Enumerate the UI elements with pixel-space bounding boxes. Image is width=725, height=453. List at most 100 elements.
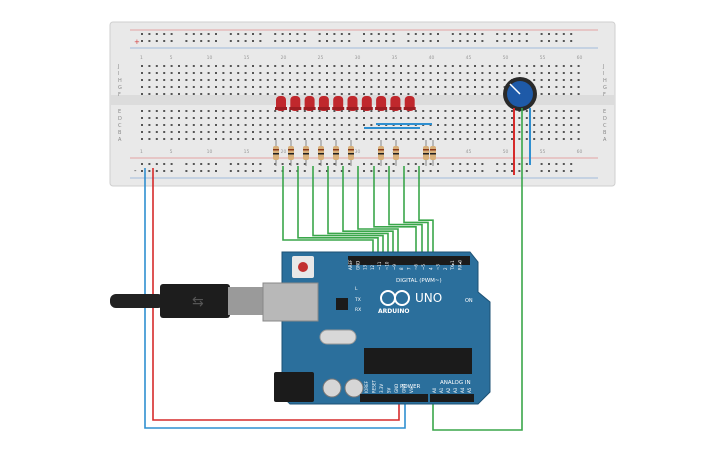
breadboard-hole: [370, 131, 373, 133]
breadboard-hole: [377, 131, 380, 133]
breadboard-hole: [215, 79, 217, 81]
breadboard-hole: [429, 86, 432, 88]
breadboard-hole: [533, 65, 536, 67]
breadboard-hole: [148, 138, 151, 140]
resistor-band: [318, 153, 324, 155]
resistor-band: [378, 153, 384, 155]
breadboard-hole: [555, 117, 558, 119]
rail-hole: [525, 33, 528, 35]
breadboard-hole: [333, 79, 336, 81]
breadboard-hole: [289, 138, 291, 140]
breadboard-hole: [222, 124, 225, 126]
atmega-chip: [364, 348, 472, 374]
rail-hole: [259, 33, 262, 35]
breadboard-hole: [363, 72, 365, 74]
breadboard-hole: [496, 110, 499, 112]
breadboard-hole: [525, 124, 528, 126]
breadboard-hole: [355, 138, 358, 140]
rail-hole: [141, 40, 143, 42]
rail-hole: [348, 33, 351, 35]
rail-hole: [259, 40, 262, 42]
breadboard-hole: [163, 124, 166, 126]
resistor-band: [288, 153, 294, 155]
digital-pin-label: 7: [406, 267, 411, 270]
column-number: 10: [207, 55, 213, 61]
rail-hole: [407, 163, 410, 165]
resistor-band: [333, 153, 339, 155]
breadboard-hole: [163, 65, 166, 67]
breadboard-hole: [355, 124, 358, 126]
rail-hole: [496, 170, 499, 172]
breadboard-hole: [178, 124, 180, 126]
breadboard-hole: [141, 117, 143, 119]
breadboard-hole: [562, 117, 565, 119]
breadboard-hole: [192, 138, 195, 140]
rail-hole: [281, 40, 284, 42]
breadboard-hole: [281, 86, 284, 88]
breadboard-hole: [185, 117, 188, 119]
breadboard-hole: [266, 110, 269, 112]
l-label: L: [355, 286, 358, 292]
breadboard-hole: [141, 124, 143, 126]
column-number: 50: [503, 55, 509, 61]
breadboard-hole: [185, 110, 188, 112]
digital-pin-label: 8: [399, 267, 404, 270]
rail-hole: [274, 33, 277, 35]
rail-hole: [370, 33, 373, 35]
led-base: [289, 107, 302, 110]
breadboard-hole: [259, 72, 262, 74]
rail-hole: [340, 170, 343, 172]
breadboard-hole: [451, 138, 454, 140]
breadboard-hole: [481, 65, 484, 67]
column-number: 60: [577, 149, 583, 155]
breadboard-hole: [252, 124, 254, 126]
breadboard-hole: [296, 93, 299, 95]
resistor-band: [393, 149, 399, 151]
breadboard-hole: [222, 79, 225, 81]
breadboard-hole: [281, 93, 284, 95]
breadboard-hole: [511, 117, 513, 119]
breadboard-hole: [244, 79, 247, 81]
breadboard-hole: [326, 110, 328, 112]
breadboard-hole: [155, 131, 158, 133]
breadboard-hole: [429, 110, 432, 112]
rail-hole: [229, 33, 232, 35]
breadboard-hole: [200, 93, 203, 95]
row-letter: J: [117, 64, 119, 70]
breadboard-hole: [289, 72, 291, 74]
breadboard-hole: [555, 86, 558, 88]
breadboard-hole: [414, 86, 417, 88]
breadboard-hole: [363, 117, 365, 119]
breadboard-hole: [281, 72, 284, 74]
breadboard-hole: [318, 138, 321, 140]
breadboard-hole: [259, 110, 262, 112]
breadboard-hole: [392, 93, 395, 95]
rail-hole: [392, 33, 395, 35]
row-letter: B: [118, 130, 122, 136]
breadboard-hole: [155, 110, 158, 112]
resistor-band: [273, 153, 279, 155]
breadboard-hole: [192, 79, 195, 81]
breadboard-hole: [540, 79, 543, 81]
breadboard-hole: [385, 131, 388, 133]
breadboard-hole: [488, 93, 491, 95]
breadboard-hole: [444, 124, 447, 126]
breadboard-hole: [400, 110, 402, 112]
breadboard-hole: [318, 86, 321, 88]
breadboard-hole: [266, 79, 269, 81]
breadboard-hole: [540, 86, 543, 88]
usb-cable-strain: [110, 294, 164, 308]
potentiometer: [503, 77, 537, 111]
rail-hole: [215, 40, 217, 42]
breadboard-hole: [296, 72, 299, 74]
breadboard-hole: [466, 124, 469, 126]
small-chip: [336, 298, 348, 310]
reset-button-cap[interactable]: [298, 262, 308, 272]
breadboard-hole: [555, 124, 558, 126]
rail-hole: [570, 163, 573, 165]
rail-hole: [348, 163, 351, 165]
breadboard-hole: [163, 72, 166, 74]
breadboard-hole: [481, 138, 484, 140]
breadboard-hole: [296, 117, 299, 119]
rx-label: RX: [355, 307, 361, 313]
